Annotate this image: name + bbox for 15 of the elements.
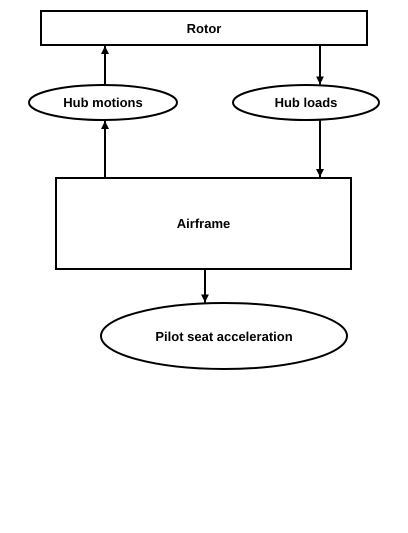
node-label: Hub motions <box>63 95 143 110</box>
arrow <box>101 121 109 177</box>
arrow <box>201 270 209 302</box>
arrow <box>316 120 324 177</box>
process-box <box>55 177 352 270</box>
ellipse-node <box>100 302 348 370</box>
ellipse-node <box>232 84 380 121</box>
arrow <box>101 46 109 84</box>
ellipse-node <box>28 84 178 121</box>
node-label: Hub loads <box>274 95 338 110</box>
node-label: Pilot seat acceleration <box>155 328 293 344</box>
process-box <box>40 10 368 46</box>
arrow <box>316 46 324 84</box>
node-label: Rotor <box>186 20 222 36</box>
node-label: Airframe <box>176 216 230 231</box>
